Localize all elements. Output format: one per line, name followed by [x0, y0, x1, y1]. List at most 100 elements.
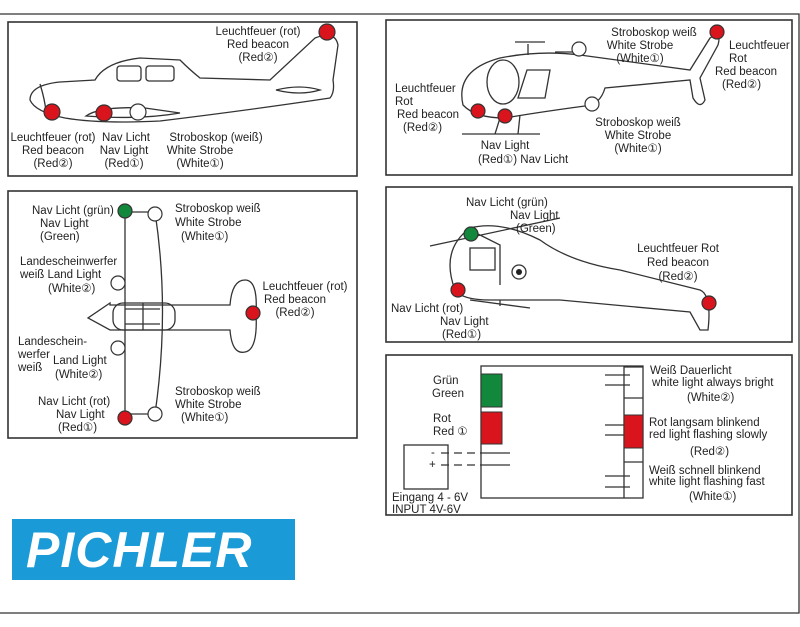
panel-airplane-side	[7, 21, 358, 177]
controller-input-label: Eingang 4 - 6V	[392, 492, 468, 504]
panel-airplane-top	[7, 190, 358, 439]
airplane-top-beacon-label: Leuchtfeuer (rot)	[262, 281, 347, 293]
beacon-light	[318, 23, 336, 41]
logo-text: PICHLER	[26, 522, 252, 578]
airplane-top-land-bottom-label: weiß	[17, 362, 42, 374]
nav-light-red	[95, 104, 113, 122]
strobe-light	[147, 406, 163, 422]
green-led-output	[480, 373, 503, 408]
helicopter-2-beacon-label: (Red②)	[658, 271, 697, 283]
helicopter-side-strobe-top-label: Stroboskop weiß	[611, 27, 697, 39]
strobe-light	[584, 96, 600, 112]
helicopter-2-nav-green-label: (Green)	[516, 223, 556, 235]
beacon-light	[709, 24, 725, 40]
airplane-top-strobe-top-label: White Strobe	[175, 217, 241, 229]
panel-helicopter-2	[385, 186, 793, 343]
beacon-light	[43, 103, 61, 121]
beacon-light	[470, 103, 486, 119]
red-flash-output	[623, 414, 644, 449]
helicopter-side-beacon-front-label: (Red②)	[403, 122, 442, 134]
helicopter-2-nav-green-label: Nav Light	[510, 210, 559, 222]
strobe-light	[129, 103, 147, 121]
pichler-logo: PICHLER	[12, 519, 295, 580]
helicopter-side-beacon-tail-label: Rot	[729, 53, 748, 65]
airplane-top-nav-green-label: (Green)	[40, 231, 80, 243]
helicopter-side-nav-label: (Red①) Nav Licht	[478, 154, 569, 166]
airplane-top-beacon-label: (Red②)	[275, 307, 314, 319]
nav-light-red	[497, 108, 513, 124]
airplane-top-strobe-bottom-label: (White①)	[181, 412, 229, 424]
controller-input-label: INPUT 4V-6V	[392, 504, 461, 516]
red-led-output	[480, 411, 503, 445]
helicopter-side-beacon-front-label: Rot	[395, 96, 414, 108]
controller-out-white1-label: white light flashing fast	[648, 476, 766, 488]
airplane-top-strobe-bottom-label: Stroboskop weiß	[175, 386, 261, 398]
controller-out-white1-label: Weiß schnell blinkend	[649, 465, 761, 477]
airplane-side-nav-label: Nav Light	[100, 145, 149, 157]
controller-red-label: Red ①	[433, 426, 468, 438]
helicopter-2-nav-red-label: Nav Light	[440, 316, 489, 328]
airplane-top-strobe-bottom-label: White Strobe	[175, 399, 241, 411]
beacon-light	[701, 295, 717, 311]
helicopter-side-drawing	[461, 34, 720, 135]
airplane-side-nav-label: Nav Licht	[102, 132, 151, 144]
airplane-top-strobe-top-label: (White①)	[181, 231, 229, 243]
helicopter-side-beacon-front-label: Leuchtfeuer	[395, 83, 456, 95]
airplane-top-land-bottom-label: Landeschein-	[18, 336, 87, 348]
airplane-side-beacon-belly-label: (Red②)	[33, 158, 72, 170]
airplane-top-land-top-label: weiß Land Light	[19, 269, 102, 281]
controller-out-white2-label: white light always bright	[651, 377, 774, 389]
airplane-side-beacon-belly-label: Leuchtfeuer (rot)	[10, 132, 95, 144]
controller-out-white2-label: Weiß Dauerlicht	[650, 365, 732, 377]
helicopter-side-strobe-top-label: (White①)	[616, 53, 664, 65]
airplane-side-strobe-label: (White①)	[176, 158, 224, 170]
airplane-top-nav-green-label: Nav Light	[40, 218, 89, 230]
airplane-side-beacon-tail-label: (Red②)	[238, 52, 277, 64]
helicopter-2-beacon-label: Red beacon	[647, 257, 709, 269]
helicopter-side-strobe-bottom-label: (White①)	[614, 143, 662, 155]
beacon-light	[245, 305, 261, 321]
airplane-top-land-bottom-label: Land Light	[53, 355, 108, 367]
controller-out-red2-label: (Red②)	[690, 446, 729, 458]
helicopter-2-nav-red-label: Nav Licht (rot)	[391, 303, 463, 315]
nav-light-green	[117, 203, 133, 219]
airplane-side-beacon-belly-label: Red beacon	[22, 145, 84, 157]
airplane-side-nav-label: (Red①)	[104, 158, 143, 170]
helicopter-side-beacon-tail-label: Leuchtfeuer	[729, 40, 790, 52]
controller-out-white1-label: (White①)	[689, 491, 737, 503]
strobe-light	[147, 206, 163, 222]
controller-polarity-label: +	[429, 459, 436, 471]
nav-light-red	[450, 282, 466, 298]
helicopter-side-strobe-top-label: White Strobe	[607, 40, 673, 52]
airplane-side-beacon-tail-label: Leuchtfeuer (rot)	[215, 26, 300, 38]
helicopter-side-beacon-tail-label: Red beacon	[715, 66, 777, 78]
controller-out-white2-label: (White②)	[687, 392, 735, 404]
input-connector	[403, 444, 449, 490]
helicopter-2-beacon-label: Leuchtfeuer Rot	[637, 243, 720, 255]
airplane-top-strobe-top-label: Stroboskop weiß	[175, 203, 261, 215]
helicopter-side-strobe-bottom-label: Stroboskop weiß	[595, 117, 681, 129]
airplane-side-beacon-tail-label: Red beacon	[227, 39, 289, 51]
helicopter-2-nav-red-label: (Red①)	[442, 329, 481, 341]
panel-controller	[385, 354, 793, 516]
airplane-side-strobe-label: Stroboskop (weiß)	[169, 132, 262, 144]
nav-light-green	[463, 226, 479, 242]
helicopter-side-nav-label: Nav Light	[481, 140, 530, 152]
nav-light-red	[117, 410, 133, 426]
airplane-side-strobe-label: White Strobe	[167, 145, 233, 157]
airplane-top-land-bottom-label: werfer	[17, 349, 50, 361]
helicopter-2-nav-green-label: Nav Licht (grün)	[466, 197, 548, 209]
controller-out-red2-label: red light flashing slowly	[649, 429, 768, 441]
airplane-top-nav-red-label: Nav Light	[56, 409, 105, 421]
airplane-top-nav-green-label: Nav Licht (grün)	[32, 205, 114, 217]
airplane-top-nav-red-label: (Red①)	[58, 422, 97, 434]
helicopter-side-beacon-tail-label: (Red②)	[722, 79, 761, 91]
airplane-top-nav-red-label: Nav Licht (rot)	[38, 396, 110, 408]
helicopter-side-beacon-front-label: Red beacon	[397, 109, 459, 121]
outer-frame	[0, 13, 800, 614]
controller-out-red2-label: Rot langsam blinkend	[649, 417, 760, 429]
controller-polarity-label: -	[431, 447, 435, 459]
controller-green-label: Grün	[433, 375, 459, 387]
